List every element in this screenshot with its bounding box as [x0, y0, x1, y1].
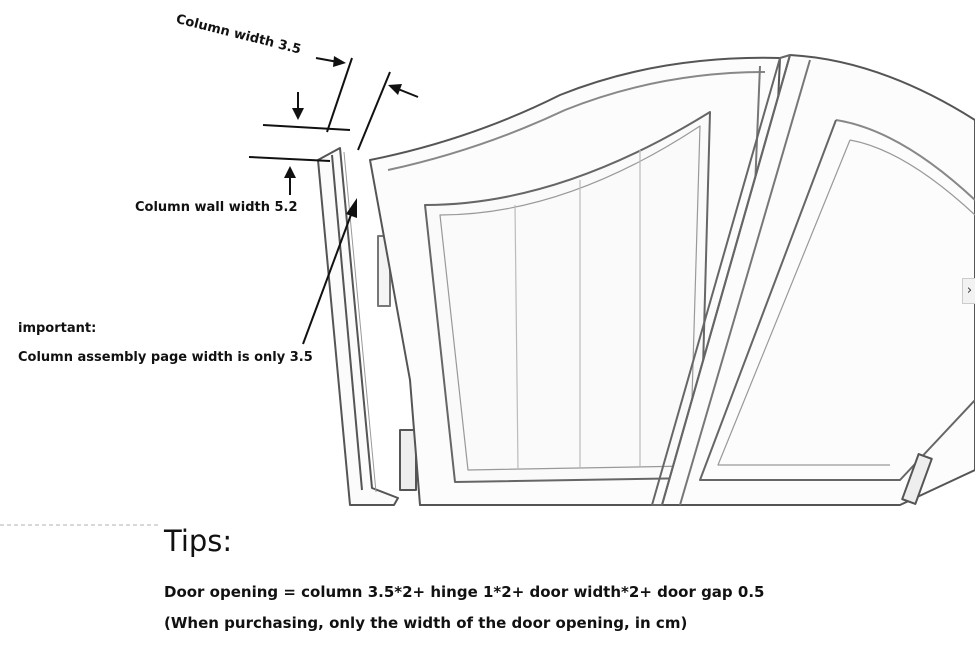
tips-note: (When purchasing, only the width of the … [164, 614, 688, 632]
wall-arrowhead-bottom [284, 166, 296, 178]
col-width-line-right [357, 71, 391, 151]
right-door [651, 54, 975, 506]
top-wall-line [262, 124, 351, 131]
tips-formula: Door opening = column 3.5*2+ hinge 1*2+ … [164, 583, 765, 601]
leader-arrowhead [346, 198, 357, 218]
col-width-arrowhead-left [333, 56, 346, 67]
col-width-arrowhead-right [388, 84, 402, 95]
col-width-arrow-right [397, 88, 419, 98]
leader-line [302, 211, 353, 345]
column-wall-width-label: Column wall width 5.2 [135, 200, 298, 215]
col-width-line-left [326, 57, 353, 133]
next-image-button[interactable]: › [962, 278, 975, 304]
important-text: Column assembly page width is only 3.5 [18, 350, 313, 365]
bottom-wall-line [248, 156, 331, 162]
important-title: important: [18, 321, 97, 336]
wall-arrowhead-top [292, 108, 304, 120]
dimension-lines [248, 56, 419, 345]
tips-title: Tips: [164, 524, 233, 558]
left-door [369, 56, 781, 506]
